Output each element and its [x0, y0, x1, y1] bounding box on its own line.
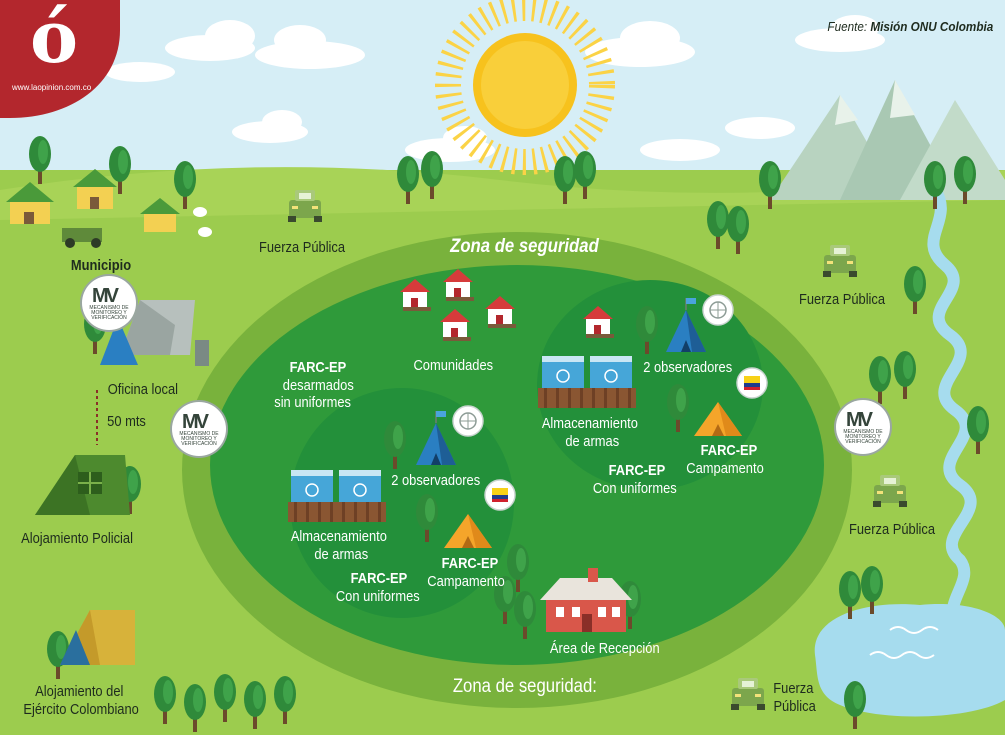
sun [435, 0, 615, 175]
label-municipio: Municipio [70, 257, 132, 274]
label-observadores-right: 2 observadores [643, 359, 733, 376]
reception-building [540, 568, 632, 632]
lake [814, 604, 1005, 717]
river [927, 184, 977, 626]
monitoring-mark: MV [182, 411, 209, 433]
monitoring-badge: MV MECANISMO DE MONITOREO Y VERIFICACIÓN [172, 402, 226, 456]
label-farc-left-uniform: FARC-EP [350, 570, 408, 587]
label-farc-desarmados-line1: FARC-EP [289, 359, 347, 376]
label-area-recepcion: Área de Recepción [549, 640, 660, 657]
zone-title: Zona de seguridad [450, 236, 599, 257]
monitoring-mark: MV [846, 409, 873, 431]
monitoring-mark: MV [92, 285, 119, 307]
label-almacenamiento-right-line2: de armas [565, 433, 620, 450]
logo-url: www.laopinion.com.co [12, 83, 92, 92]
label-farc-desarmados-line2: desarmados [282, 377, 354, 394]
label-almacenamiento-right-line1: Almacenamiento [541, 415, 638, 432]
logo-mark: ó [30, 0, 79, 79]
label-alojamiento-ejercito-line2: Ejército Colombiano [23, 701, 139, 718]
label-fuerza-bottom: Fuerza [773, 680, 814, 697]
label-farc-right-camp: FARC-EP [700, 442, 758, 459]
label-publica-bottom: Pública [773, 698, 816, 715]
police-housing [35, 455, 130, 515]
label-alojamiento-policial: Alojamiento Policial [21, 530, 133, 547]
village [6, 136, 212, 248]
label-fuerza-publica-mid: Fuerza Pública [849, 521, 936, 538]
label-campamento-left: Campamento [427, 573, 505, 590]
camp-area-left [290, 388, 514, 618]
label-campamento-right: Campamento [686, 460, 764, 477]
label-farc-desarmados-line3: sin uniformes [274, 394, 351, 411]
label-observadores-left: 2 observadores [391, 472, 481, 489]
label-fuerza-publica-right: Fuerza Pública [799, 291, 886, 308]
source-credit: Fuente: Misión ONU Colombia [827, 19, 993, 34]
la-opinion-logo [0, 0, 120, 118]
monitoring-text: MECANISMO DE MONITOREO Y VERIFICACIÓN [179, 431, 219, 447]
source-name: Misión ONU Colombia [870, 19, 993, 34]
label-comunidades: Comunidades [413, 357, 494, 374]
monitoring-text: MECANISMO DE MONITOREO Y VERIFICACIÓN [843, 429, 883, 445]
label-oficina-local: Oficina local [107, 381, 178, 398]
label-farc-left-camp: FARC-EP [441, 555, 499, 572]
label-con-uniformes-left: Con uniformes [335, 588, 420, 605]
monitoring-text: MECANISMO DE MONITOREO Y VERIFICACIÓN [89, 305, 129, 321]
label-alojamiento-ejercito-line1: Alojamiento del [35, 683, 124, 700]
label-almacenamiento-left-line1: Almacenamiento [290, 528, 387, 545]
source-prefix: Fuente: [827, 19, 867, 34]
label-almacenamiento-left-line2: de armas [314, 546, 369, 563]
monitoring-badge: MV MECANISMO DE MONITOREO Y VERIFICACIÓN [82, 276, 136, 330]
label-fuerza-publica-top: Fuerza Pública [259, 239, 346, 256]
local-office [100, 300, 209, 366]
label-con-uniformes-right: Con uniformes [592, 480, 677, 497]
army-housing [60, 610, 135, 665]
clouds [105, 15, 885, 162]
zone-bottom-label: Zona de seguridad: [452, 676, 597, 697]
monitoring-badge: MV MECANISMO DE MONITOREO Y VERIFICACIÓN [836, 400, 890, 454]
label-farc-right-uniform: FARC-EP [608, 462, 666, 479]
label-distance: 50 mts [107, 413, 146, 430]
